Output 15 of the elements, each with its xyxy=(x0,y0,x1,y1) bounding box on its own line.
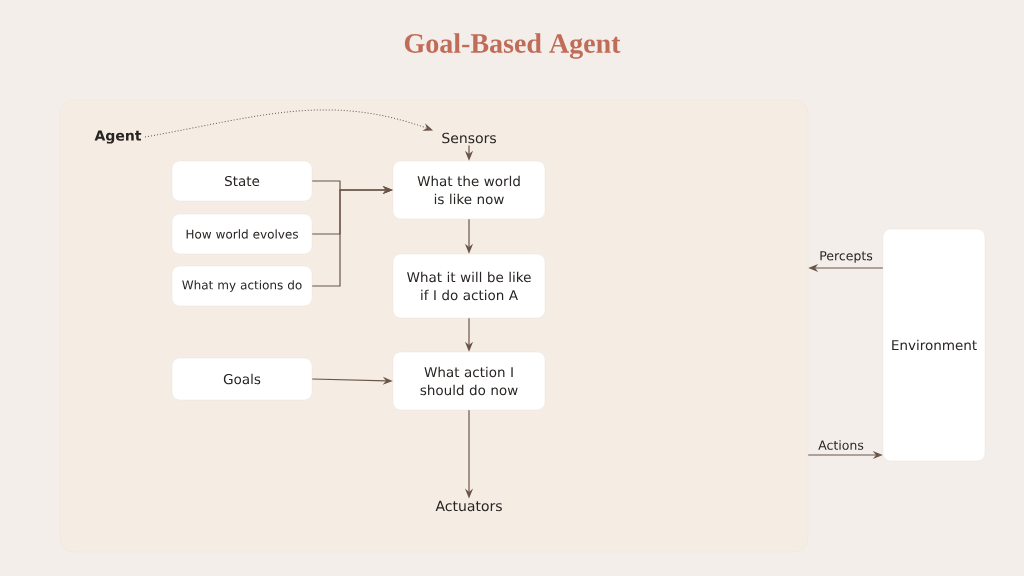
arrow xyxy=(144,109,433,138)
process-box: What it will be like if I do action A xyxy=(392,253,546,319)
edge-label: Percepts xyxy=(820,251,873,263)
edge-label: Actions xyxy=(818,440,864,450)
process-box: Goals xyxy=(171,357,313,401)
process-box: What my actions do xyxy=(171,265,313,307)
text-label: Sensors xyxy=(442,132,496,144)
process-box: How world evolves xyxy=(171,213,313,255)
title: Goal-Based Agent xyxy=(404,33,621,59)
process-box: State xyxy=(171,160,313,202)
text-label: Actuators xyxy=(435,500,502,512)
process-box: What the world is like now xyxy=(392,160,546,220)
panel-heading: Agent xyxy=(94,130,142,144)
process-box: Environment xyxy=(882,228,986,462)
process-box: What action I should do now xyxy=(392,351,546,411)
